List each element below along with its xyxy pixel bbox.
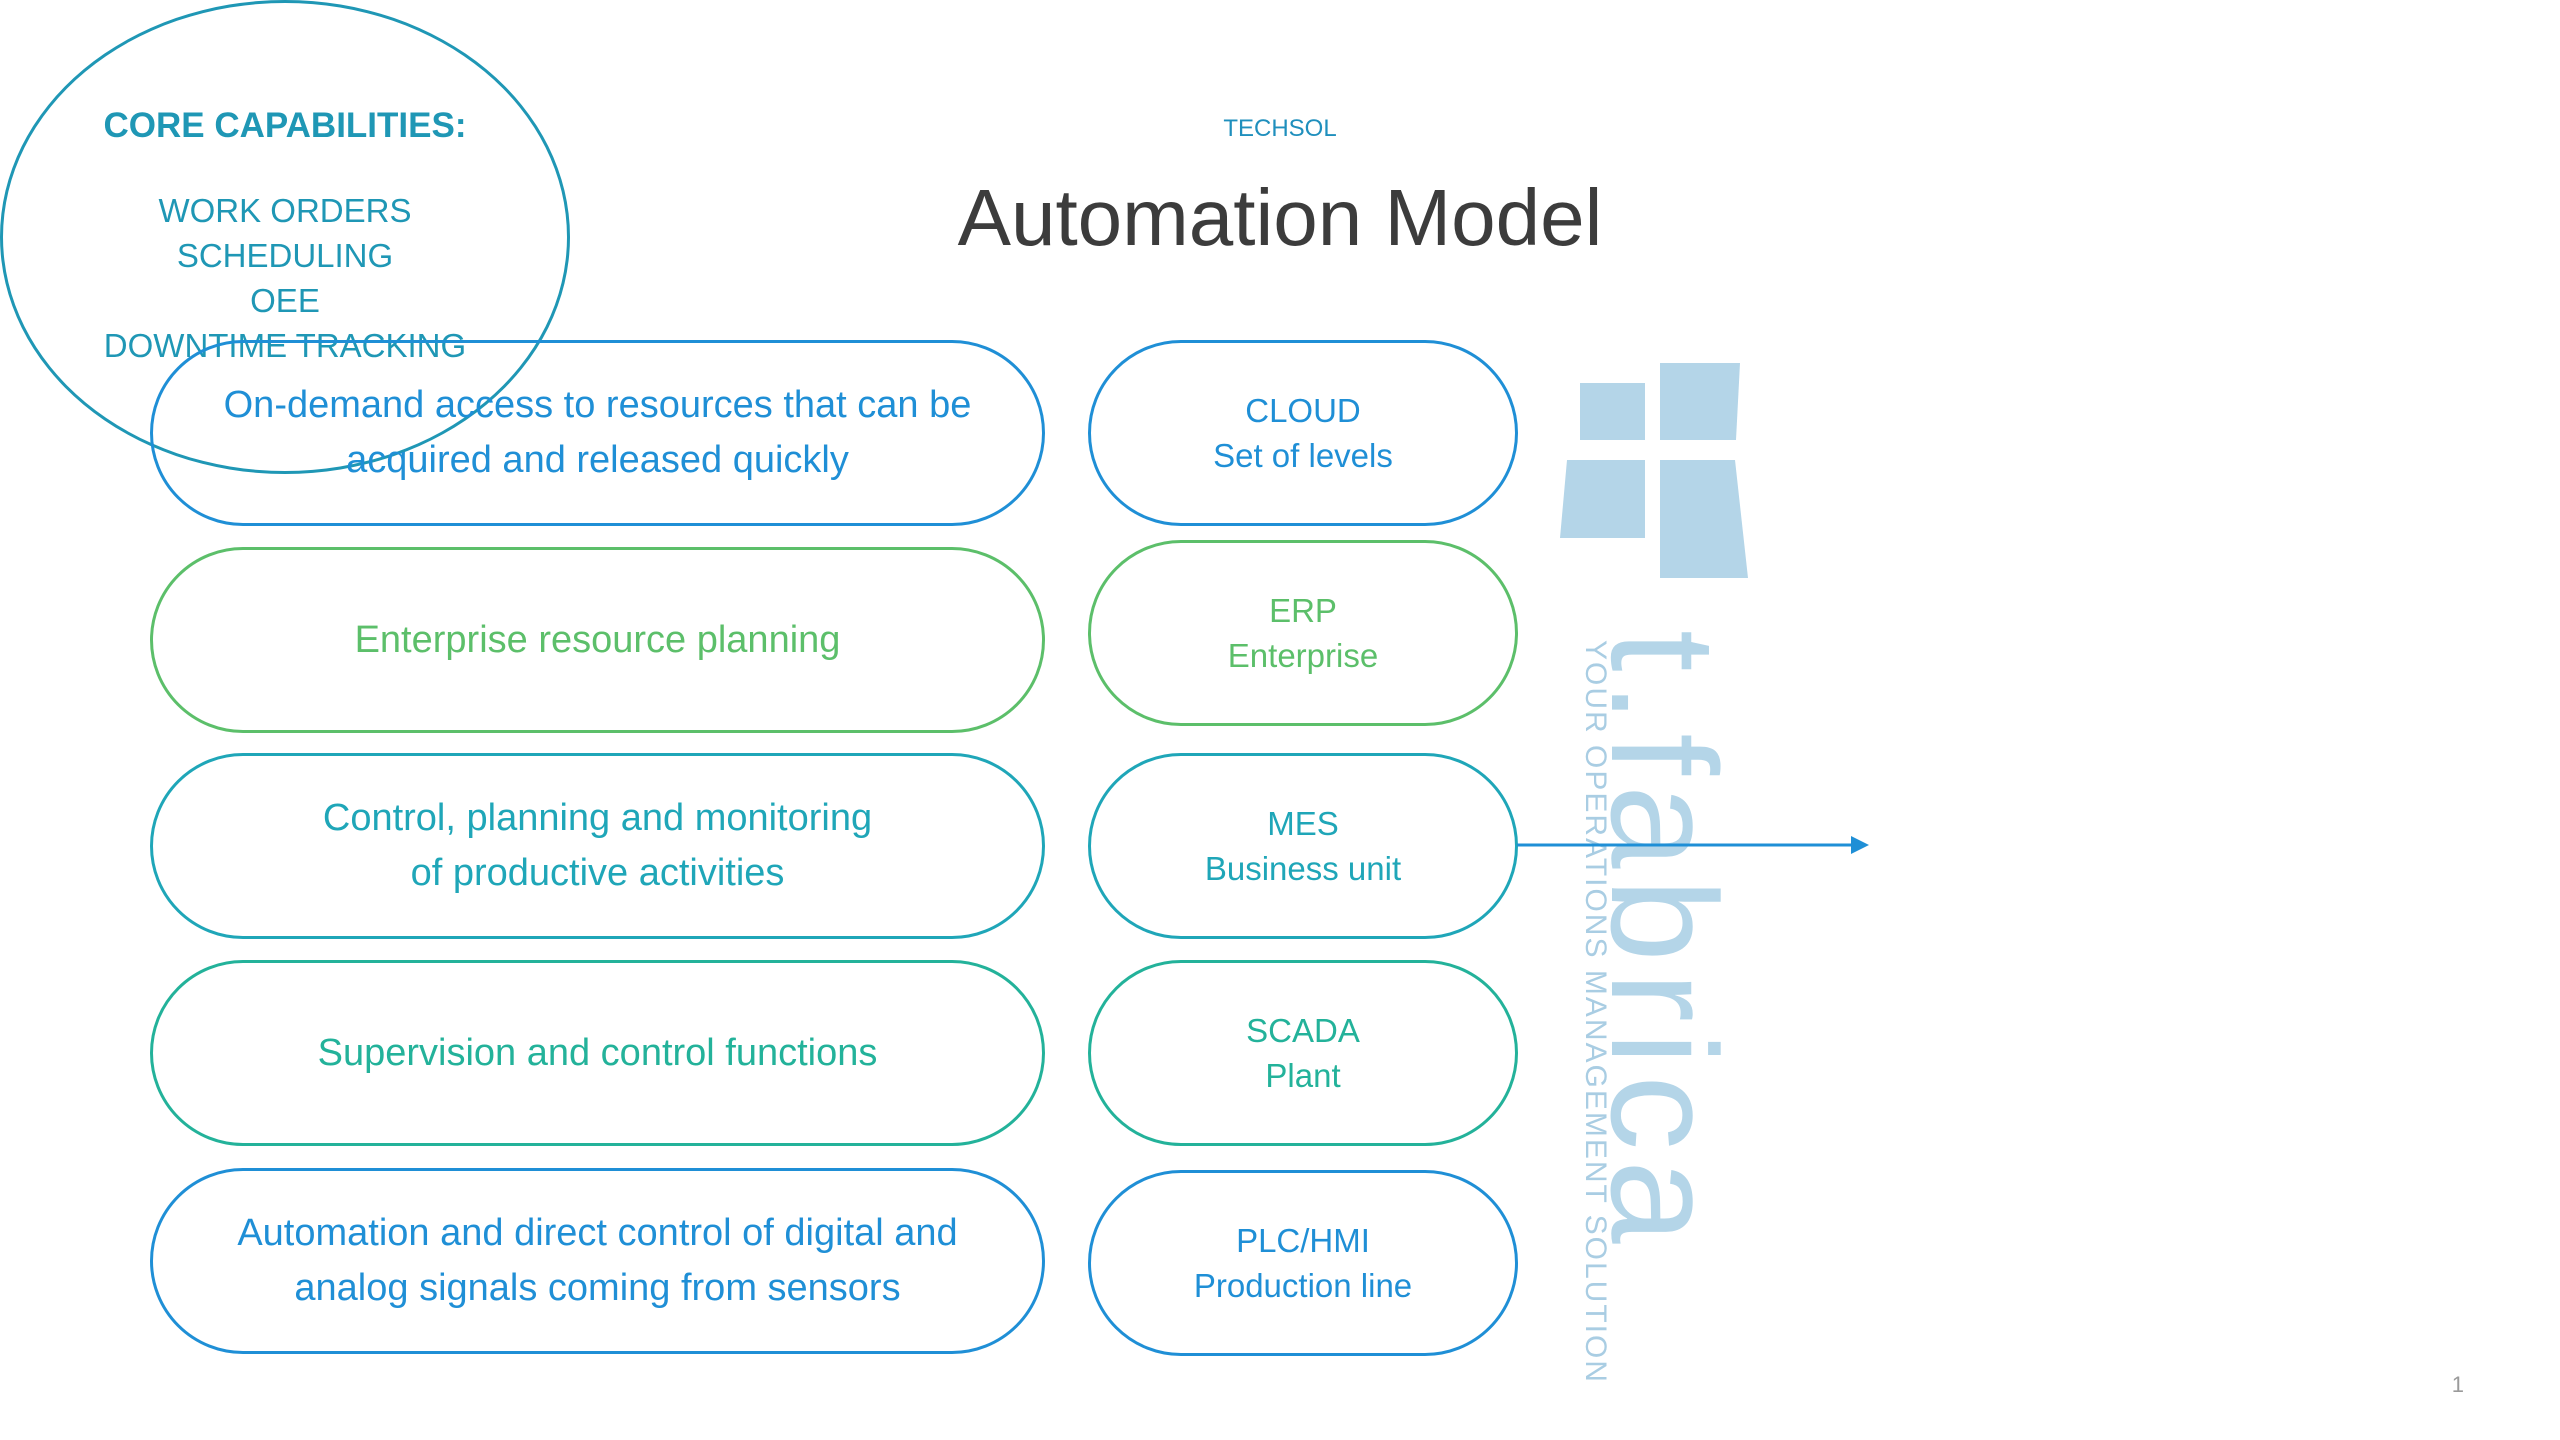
core-capability-item: WORK ORDERS (158, 192, 412, 229)
level-subtitle: Set of levels (1213, 437, 1393, 474)
description-line: acquired and released quickly (346, 439, 849, 481)
description-pill-scada: Supervision and control functions (150, 960, 1045, 1146)
description-line: of productive activities (410, 852, 785, 894)
level-pill-scada: SCADA Plant (1088, 960, 1518, 1146)
description-pill-plc: Automation and direct control of digital… (150, 1168, 1045, 1354)
level-pill-mes: MES Business unit (1088, 753, 1518, 939)
description-pill-erp: Enterprise resource planning (150, 547, 1045, 733)
core-capability-item: SCHEDULING (176, 237, 394, 274)
description-line: Automation and direct control of digital… (237, 1212, 958, 1254)
level-pill-plc: PLC/HMI Production line (1088, 1170, 1518, 1356)
level-subtitle: Enterprise (1227, 637, 1379, 674)
level-name: MES (1267, 805, 1339, 842)
core-capability-item: DOWNTIME TRACKING (103, 327, 467, 364)
core-capabilities-circle: CORE CAPABILITIES: WORK ORDERS SCHEDULIN… (0, 0, 570, 474)
logo-mark-icon (1560, 363, 1748, 578)
arrow-head-icon (1851, 836, 1869, 854)
description-line: Supervision and control functions (317, 1031, 878, 1074)
level-name: PLC/HMI (1236, 1222, 1370, 1259)
mes-to-core-arrow (1517, 836, 1869, 854)
logo-wordmark-text: t.fabrica (1580, 630, 1748, 1254)
level-name: ERP (1269, 592, 1337, 629)
description-line: On-demand access to resources that can b… (223, 384, 972, 426)
core-capability-item: OEE (250, 282, 320, 319)
level-pill-cloud: CLOUD Set of levels (1088, 340, 1518, 526)
description-pill-mes: Control, planning and monitoring of prod… (150, 753, 1045, 939)
level-subtitle: Production line (1193, 1267, 1413, 1304)
logo-block-bottom-left (1560, 460, 1645, 538)
description-pill-cloud: On-demand access to resources that can b… (150, 340, 1045, 526)
logo-block-top-right (1660, 363, 1740, 440)
description-line: Enterprise resource planning (354, 618, 841, 661)
slide-title: Automation Model (957, 173, 1603, 262)
description-line: analog signals coming from sensors (294, 1267, 901, 1309)
level-name: SCADA (1246, 1012, 1360, 1049)
description-line: Control, planning and monitoring (322, 797, 873, 839)
logo-block-bottom-right (1660, 460, 1748, 578)
core-capabilities-title: CORE CAPABILITIES: (103, 106, 467, 145)
level-subtitle: Plant (1265, 1057, 1341, 1094)
level-pill-erp: ERP Enterprise (1088, 540, 1518, 726)
level-subtitle: Business unit (1204, 850, 1402, 887)
logo-block-top-left (1580, 383, 1645, 440)
page-number: 1 (2451, 1372, 2464, 1397)
level-name: CLOUD (1245, 392, 1361, 429)
brand-label: TECHSOL (1223, 115, 1337, 142)
